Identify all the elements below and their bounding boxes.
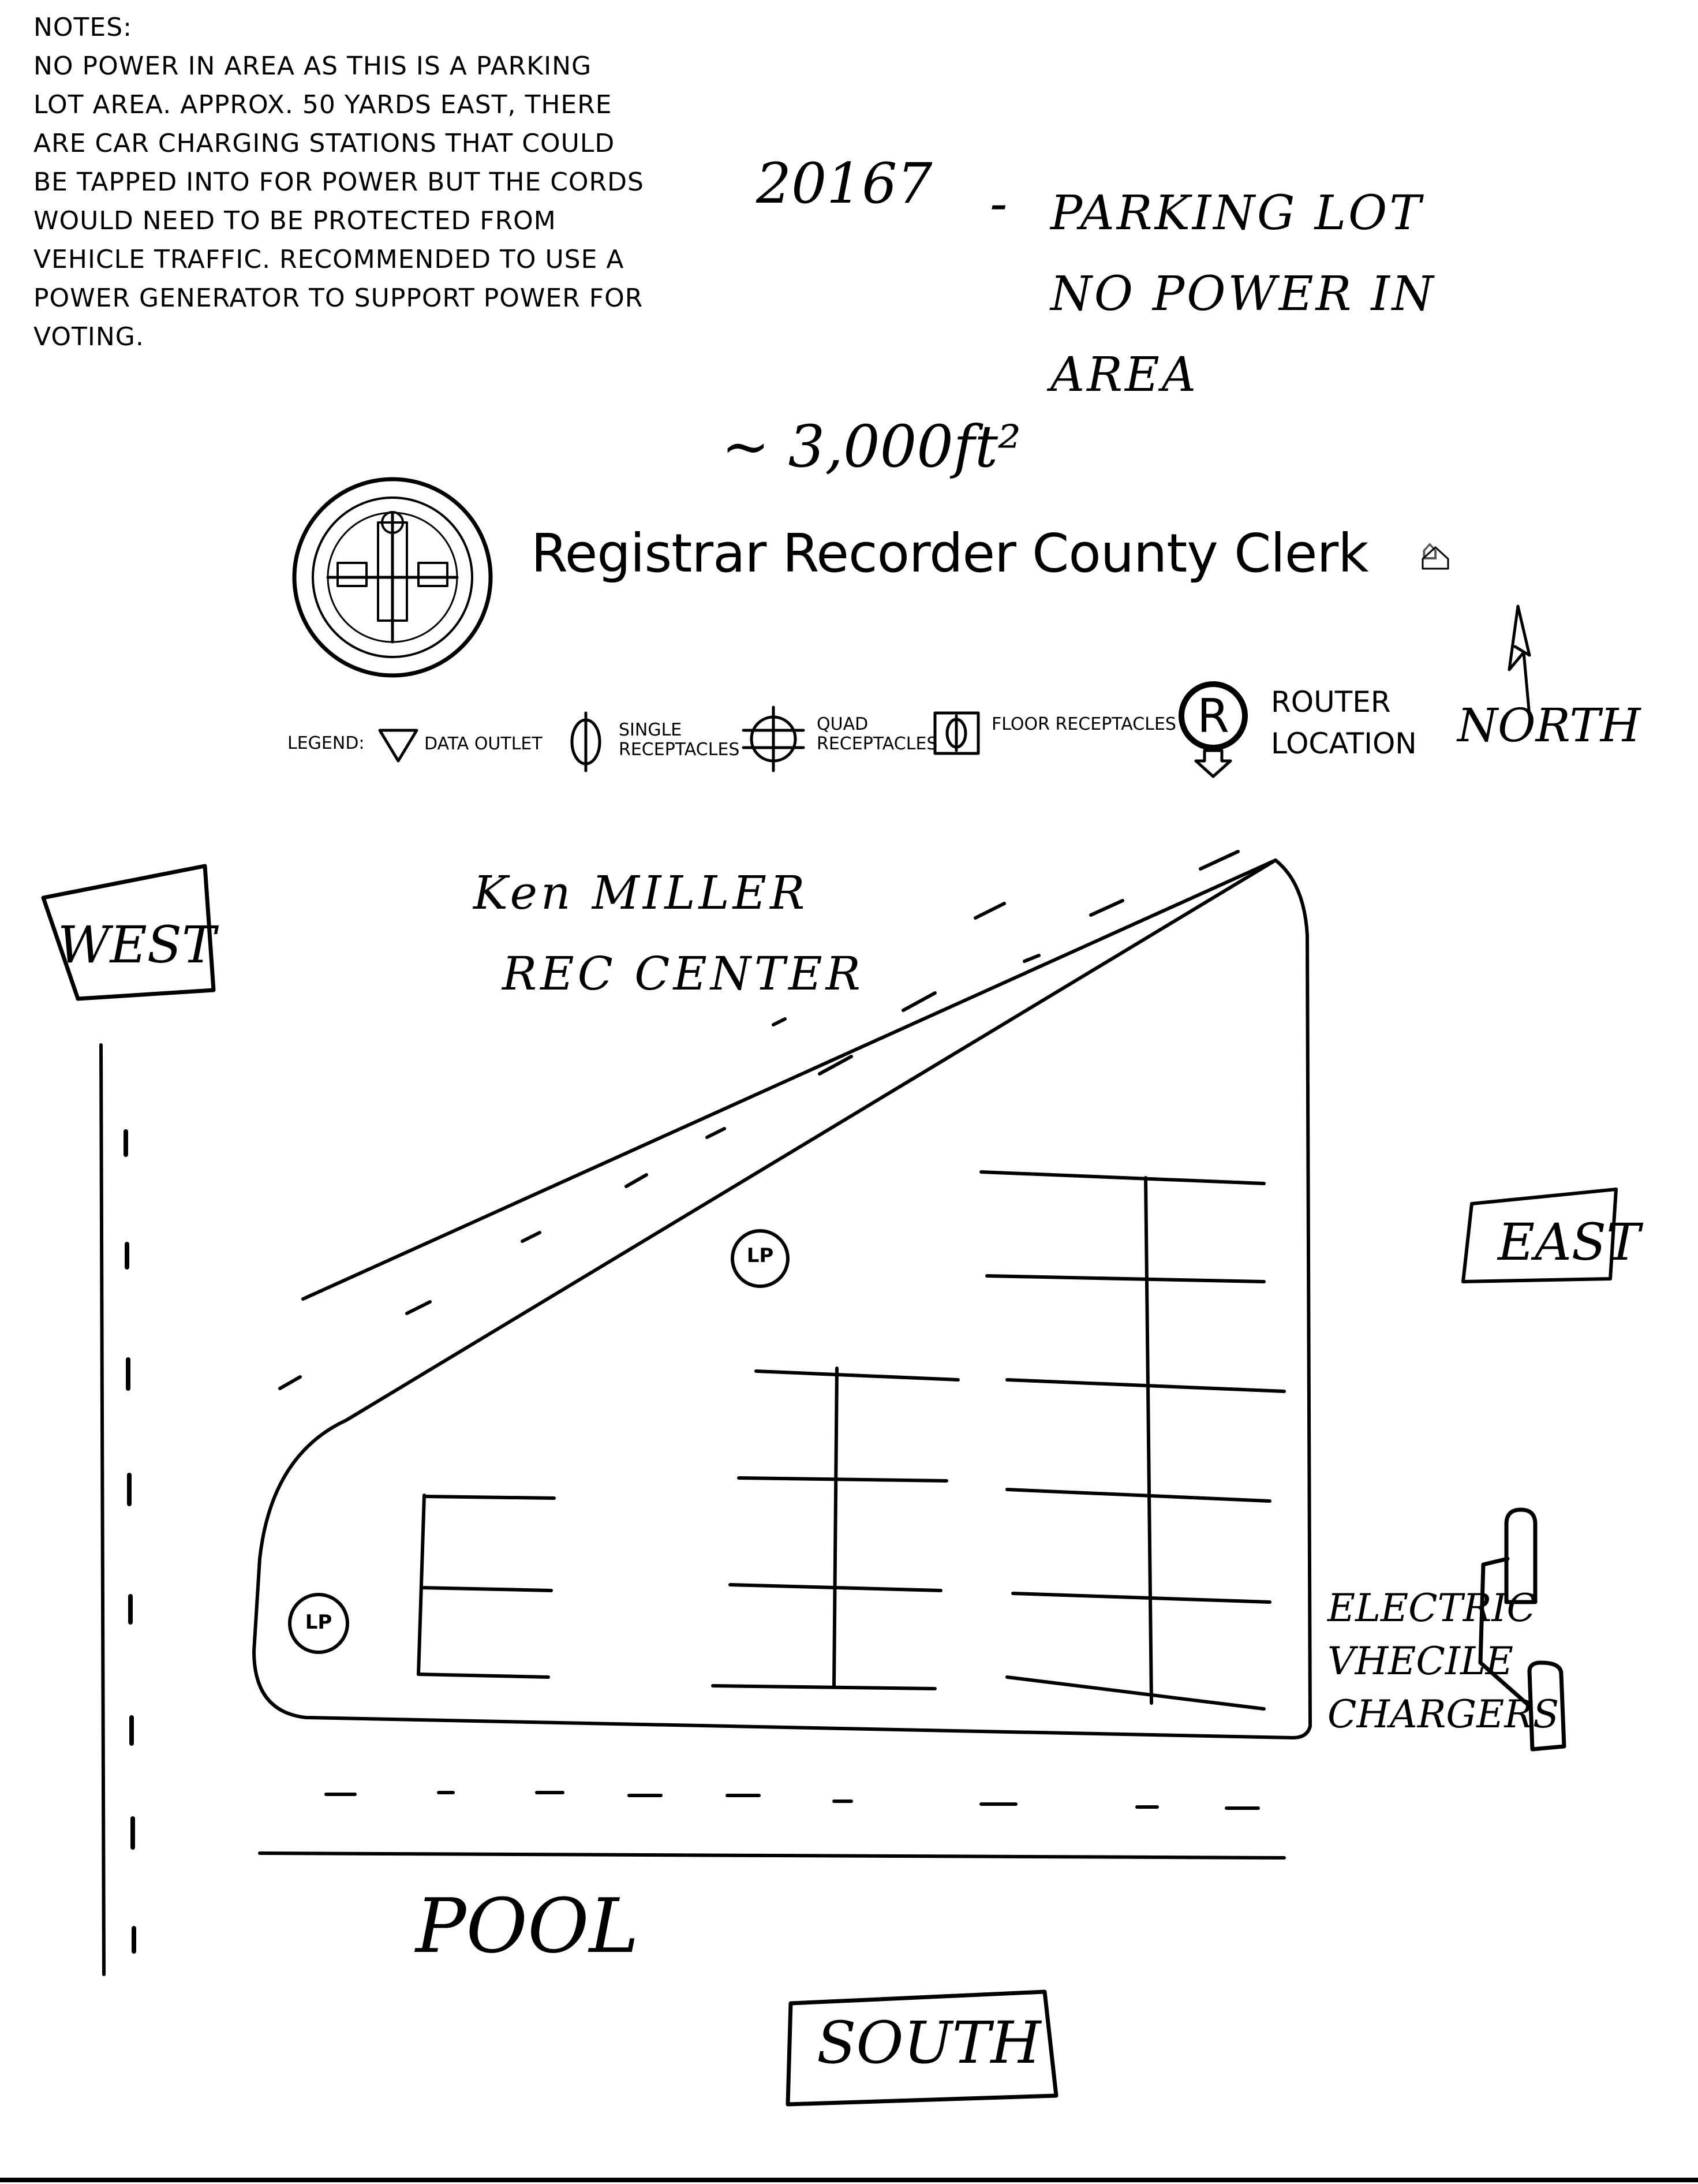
legend-router-line: LOCATION	[1271, 727, 1417, 760]
legend-single-line: RECEPTACLES	[619, 740, 740, 760]
north-label: NORTH	[1457, 699, 1641, 752]
pool-label: POOL	[416, 1882, 639, 1970]
legend-floor-label: FLOOR RECEPTACLES	[992, 714, 1176, 734]
legend-symbols	[378, 705, 980, 772]
page-bottom-border	[0, 2178, 1698, 2182]
notes-line: WOULD NEED TO BE PROTECTED FROM	[33, 206, 556, 236]
site-id: 20167	[756, 151, 933, 216]
ev-charger-icon	[1527, 1660, 1566, 1752]
ev-charger-icon	[1504, 1507, 1538, 1604]
light-pole-label: LP	[305, 1611, 332, 1634]
light-pole-label: LP	[746, 1244, 774, 1267]
notes-line: VEHICLE TRAFFIC. RECOMMENDED TO USE A	[33, 245, 624, 274]
rec-center-label: REC CENTER	[502, 947, 864, 1000]
legend-single-label: SINGLE RECEPTACLES	[619, 720, 739, 760]
site-note-line: NO POWER IN	[1050, 267, 1436, 322]
legend-label: LEGEND:	[287, 733, 365, 753]
south-label: SOUTH	[817, 2009, 1041, 2077]
legend-quad-line: RECEPTACLES	[817, 734, 938, 754]
west-label: WEST	[58, 915, 216, 975]
notes-line: ARE CAR CHARGING STATIONS THAT COULD	[33, 129, 615, 158]
south-curb-line	[258, 1851, 1286, 1860]
east-label-box	[1461, 1188, 1618, 1283]
parking-stalls-right	[979, 1170, 1286, 1711]
east-label: EAST	[1498, 1212, 1640, 1272]
parking-stalls-left	[417, 1494, 556, 1679]
legend-single-line: SINGLE	[619, 720, 682, 740]
site-note-line: AREA	[1050, 348, 1199, 402]
ev-charger-icons	[1478, 1507, 1566, 1752]
site-note: PARKING LOT NO POWER IN AREA	[1050, 173, 1436, 416]
router-location-icon	[1179, 681, 1248, 778]
notes-line: POWER GENERATOR TO SUPPORT POWER FOR	[33, 283, 644, 313]
legend-router-line: ROUTER	[1271, 685, 1391, 719]
road-north-edge	[301, 858, 1277, 1301]
legend-data-outlet-label: DATA OUTLET	[424, 734, 543, 754]
notes-line: BE TAPPED INTO FOR POWER BUT THE CORDS	[33, 167, 644, 197]
data-outlet-icon	[378, 729, 418, 763]
west-street-line	[99, 1043, 106, 1976]
road-centerline-dashes	[278, 850, 1240, 1390]
ev-pointer-line	[1478, 1660, 1532, 1708]
parking-stalls-middle	[711, 1367, 960, 1690]
notes-block: NOTES: NO POWER IN AREA AS THIS IS A PAR…	[33, 8, 749, 356]
floor-receptacle-icon	[933, 711, 980, 755]
ev-pointer-line	[1478, 1556, 1510, 1665]
area-estimate: ~ 3,000ft²	[721, 413, 1022, 480]
home-icon	[1422, 546, 1449, 570]
notes-line: NO POWER IN AREA AS THIS IS A PARKING	[33, 51, 592, 81]
home-icon: ⌂	[1421, 534, 1439, 566]
legend-router-label: ROUTER LOCATION	[1271, 681, 1417, 764]
router-letter: R	[1197, 689, 1229, 743]
west-label-box	[41, 864, 216, 1001]
legend-quad-label: QUAD RECEPTACLES	[817, 715, 937, 754]
ev-label-line: ELECTRIC	[1327, 1586, 1536, 1630]
light-pole-icon	[731, 1229, 790, 1288]
site-note-line: PARKING LOT	[1050, 186, 1423, 241]
south-road-dashes	[324, 1791, 1260, 1810]
county-seal	[292, 477, 493, 678]
north-arrow-icon	[1508, 604, 1531, 718]
legend-quad-line: QUAD	[817, 714, 869, 734]
notes-line: LOT AREA. APPROX. 50 YARDS EAST, THERE	[33, 90, 612, 120]
south-label-box	[786, 1989, 1059, 2107]
west-street-dashes	[124, 1129, 136, 1954]
light-pole-icon	[288, 1593, 349, 1654]
site-dash: -	[990, 173, 1008, 234]
notes-line: VOTING.	[33, 322, 144, 352]
rec-center-label: Ken MILLER	[473, 866, 809, 920]
notes-heading: NOTES:	[33, 13, 132, 42]
parking-lot-outline	[252, 858, 1312, 1739]
page-title: Registrar Recorder County Clerk	[531, 522, 1369, 584]
